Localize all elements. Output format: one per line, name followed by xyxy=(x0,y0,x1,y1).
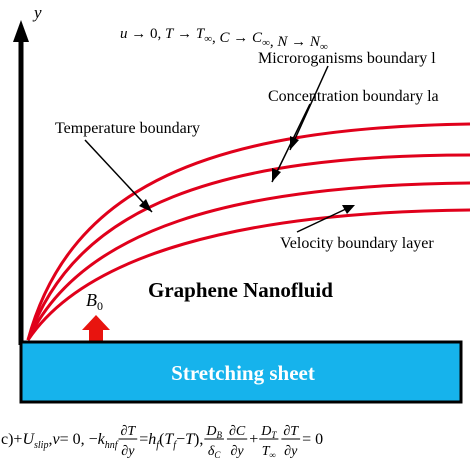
velocity-pointer xyxy=(296,207,349,233)
bottom-condition-part: B xyxy=(216,430,222,440)
bottom-condition-part: v xyxy=(52,431,60,448)
bottom-condition-part: hnf xyxy=(105,440,119,451)
top-condition-part: T xyxy=(165,26,175,42)
bottom-condition-part: T xyxy=(271,430,277,440)
velocity-boundary-curve xyxy=(26,208,471,341)
bottom-condition-part: − xyxy=(176,431,185,448)
bottom-condition-part: ∞ xyxy=(270,450,276,460)
bottom-condition-part: h xyxy=(148,431,156,448)
bottom-condition-part: = 0 xyxy=(302,431,323,448)
top-condition-part: → xyxy=(173,26,196,42)
top-condition-part: u xyxy=(120,26,128,42)
top-condition-part: T xyxy=(196,26,206,42)
bottom-condition-part: ∂y xyxy=(284,444,298,459)
microorganisms-pointer-head xyxy=(290,136,299,150)
top-condition-part: → 0, xyxy=(128,26,166,42)
magnetic-field-label: B0 xyxy=(86,290,103,313)
bottom-condition-part: ), xyxy=(194,431,203,448)
bottom-condition-part: = 0, − xyxy=(60,431,98,448)
bottom-condition-part: = xyxy=(139,431,148,448)
bottom-condition-part: k xyxy=(98,431,106,448)
temperature-pointer-head xyxy=(139,199,152,212)
top-condition-part: , xyxy=(212,30,220,46)
bottom-condition-part: C xyxy=(214,450,221,460)
magnetic-field-arrow xyxy=(82,315,110,341)
concentration-boundary-curve xyxy=(26,153,471,341)
bottom-condition-part: slip xyxy=(34,440,48,451)
microorganisms-pointer xyxy=(289,65,329,151)
top-condition-part: , xyxy=(270,34,278,50)
bottom-condition-part: ∂y xyxy=(121,444,135,459)
stretching-sheet xyxy=(19,340,463,404)
bottom-condition-part: ∂C xyxy=(229,424,246,439)
top-condition-part: → xyxy=(230,30,253,46)
bottom-condition-part: T xyxy=(262,444,271,459)
top-condition-part: C xyxy=(220,30,231,46)
top-condition-part: ∞ xyxy=(262,37,270,49)
top-condition-part: ∞ xyxy=(320,41,328,53)
bottom-condition-part: T xyxy=(185,431,195,448)
bottom-condition-part: ∂y xyxy=(231,444,245,459)
bottom-condition-part: T xyxy=(164,431,174,448)
temperature-label: Temperature boundary xyxy=(55,120,200,137)
velocity-pointer-head xyxy=(342,205,355,214)
bottom-condition-part: , xyxy=(48,431,52,448)
bottom-condition-part: ( xyxy=(159,431,164,448)
bottom-condition-part: D xyxy=(260,424,271,439)
bottom-condition-part: D xyxy=(205,424,216,439)
top-condition-part: C xyxy=(252,30,263,46)
concentration-label: Concentration boundary la xyxy=(268,88,439,105)
top-condition-part: → xyxy=(287,34,310,50)
microorganisms-label: Microroganisms boundary l xyxy=(258,50,436,67)
temperature-boundary-curve xyxy=(26,181,471,341)
bottom-condition-part: U xyxy=(22,431,35,448)
bottom-condition-part: ∂T xyxy=(283,424,299,439)
microorganisms-boundary-curve xyxy=(26,122,471,341)
bottom-condition-part: f xyxy=(156,440,160,451)
bottom-condition-part: c)+ xyxy=(1,431,22,448)
y-axis-label: y xyxy=(32,3,42,22)
concentration-pointer-head xyxy=(272,168,281,182)
temperature-pointer xyxy=(84,139,153,213)
bottom-condition-part: ∂T xyxy=(121,424,137,439)
graphene-nanofluid-label: Graphene Nanofluid xyxy=(148,278,333,302)
top-boundary-condition: u → 0, T → T∞, C → C∞, N → N∞ xyxy=(120,26,328,53)
bottom-condition-part: f xyxy=(173,440,177,451)
bottom-condition-part: + xyxy=(249,431,258,448)
velocity-label: Velocity boundary layer xyxy=(280,235,434,252)
top-condition-part: N xyxy=(309,34,321,50)
bottom-condition-part: δ xyxy=(208,444,215,459)
stretching-sheet-label: Stretching sheet xyxy=(171,361,315,385)
top-condition-part: ∞ xyxy=(204,33,212,45)
top-condition-part: N xyxy=(276,34,288,50)
y-axis-arrowhead xyxy=(13,20,29,42)
